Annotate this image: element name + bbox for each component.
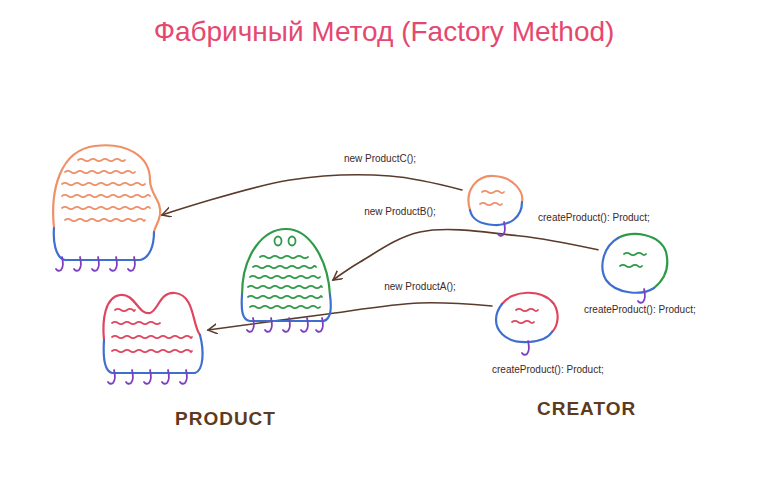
wavy-line: [248, 296, 322, 298]
wavy-line: [260, 256, 308, 258]
hook-mark: [247, 318, 254, 332]
blob-bottom-outline: [602, 238, 654, 293]
blob-outline: [50, 140, 162, 265]
blob-bottom-outline: [470, 202, 522, 225]
hook-mark: [92, 257, 99, 271]
hook-mark: [180, 370, 187, 384]
hook-mark: [110, 257, 117, 271]
wavy-line: [482, 191, 504, 193]
wavy-line: [512, 321, 534, 323]
hook-mark: [301, 318, 308, 332]
group-label: CREATOR: [537, 398, 636, 420]
product-node: [100, 285, 208, 377]
blob-outline: [100, 285, 208, 377]
wavy-line: [65, 219, 145, 221]
wavy-line: [112, 350, 192, 352]
method-signature: createProduct(): Product;: [538, 212, 650, 224]
creator-node: createProduct(): Product;: [462, 172, 526, 228]
hook-mark: [74, 257, 81, 271]
blob-outline: [462, 172, 526, 228]
method-signature: createProduct(): Product;: [584, 304, 696, 316]
blob-bottom-outline: [242, 295, 331, 321]
wavy-line: [253, 266, 316, 268]
blob-bottom-outline: [496, 304, 552, 342]
blob-bottom-outline: [54, 228, 154, 260]
blob-outline: [598, 230, 670, 296]
wavy-line: [516, 309, 538, 311]
tail-mark: [498, 222, 505, 236]
blob-top-outline: [103, 293, 200, 340]
eye-mark: [275, 237, 282, 246]
edge-label: new ProductC();: [342, 153, 418, 165]
wavy-line: [62, 195, 150, 197]
hook-mark: [128, 257, 135, 271]
hook-mark: [316, 318, 323, 332]
wavy-line: [248, 286, 322, 288]
wavy-line: [620, 265, 642, 267]
wavy-line: [480, 203, 502, 205]
edge-label: new ProductB();: [362, 206, 438, 218]
hook-mark: [108, 370, 115, 384]
product-node: [238, 225, 333, 325]
hook-mark: [162, 370, 169, 384]
creator-node: createProduct(): Product;: [492, 288, 560, 346]
wavy-line: [78, 159, 125, 161]
blob-top-outline: [53, 145, 160, 232]
blob-top-outline: [469, 176, 523, 210]
blob-top-outline: [618, 234, 667, 288]
wavy-line: [112, 322, 160, 324]
group-label: PRODUCT: [175, 408, 276, 430]
wavy-line: [65, 171, 135, 173]
tail-mark: [522, 341, 529, 355]
blob-bottom-outline: [104, 335, 203, 373]
wavy-line: [62, 183, 145, 185]
blob-outline: [492, 288, 560, 346]
method-signature: createProduct(): Product;: [492, 364, 604, 376]
edge-label: new ProductA();: [382, 281, 458, 293]
diagram-title: Фабричный Метод (Factory Method): [0, 16, 768, 48]
wavy-line: [250, 306, 320, 308]
wavy-line: [250, 276, 320, 278]
wavy-line: [62, 207, 150, 209]
product-node: [50, 140, 162, 265]
blob-outline: [238, 225, 333, 325]
eye-mark: [289, 237, 296, 246]
wavy-line: [112, 336, 192, 338]
blob-top-outline: [242, 229, 330, 295]
wavy-line: [624, 253, 646, 255]
hook-mark: [144, 370, 151, 384]
hook-mark: [126, 370, 133, 384]
creation-arrow: [333, 230, 598, 280]
tail-mark: [638, 289, 645, 303]
hook-mark: [265, 318, 272, 332]
creator-node: createProduct(): Product;: [598, 230, 670, 296]
blob-top-outline: [502, 293, 558, 332]
hook-mark: [283, 318, 290, 332]
wavy-line: [115, 309, 135, 311]
hook-mark: [56, 257, 63, 271]
creation-arrow: [208, 303, 492, 330]
